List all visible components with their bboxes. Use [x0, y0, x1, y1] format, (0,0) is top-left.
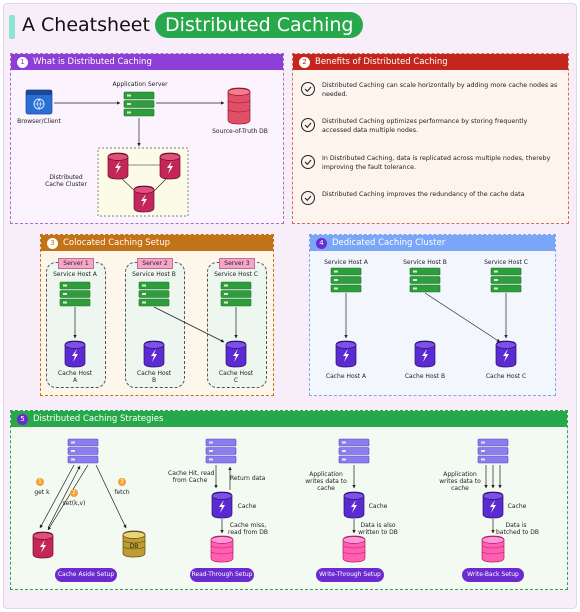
cluster-label: Distributed Cache Cluster: [45, 174, 87, 188]
panel-header: 2 Benefits of Distributed Caching: [293, 54, 568, 70]
server-tag-2: Server 2: [137, 258, 173, 269]
browser-icon: [25, 89, 53, 115]
ded-service-host-a-label: Service Host A: [324, 259, 368, 266]
write-through-app-label: Application writes data to cache: [305, 471, 347, 492]
panel-dedicated: 4 Dedicated Caching Cluster: [309, 234, 556, 396]
source-db-icon: [227, 87, 251, 125]
set-kv-label: set(k,v): [62, 500, 86, 507]
section-title: Colocated Caching Setup: [63, 238, 171, 248]
section-number: 4: [316, 237, 327, 249]
check-circle-icon: [301, 82, 315, 96]
fetch-label: fetch: [114, 489, 130, 496]
check-circle-icon: [301, 155, 315, 169]
page-title: A Cheatsheet On: [22, 14, 183, 36]
app-server-label: Application Server: [112, 81, 168, 88]
section-number: 5: [17, 413, 28, 425]
write-back-cache-icon: [482, 491, 504, 519]
return-data-label: Return data: [230, 475, 266, 482]
title-highlight: Distributed Caching: [155, 12, 364, 38]
server-tag-1: Server 1: [58, 258, 94, 269]
section-title: Distributed Caching Strategies: [33, 414, 164, 424]
cache-aside-db-label: DB: [129, 543, 139, 550]
read-through-cache-label: Cache: [237, 503, 257, 510]
section-number: 1: [17, 56, 28, 68]
check-circle-icon: [301, 191, 315, 205]
browser-label: Browser/Client: [17, 118, 61, 125]
cache-miss-label: Cache miss, read from DB: [228, 522, 269, 536]
write-back-db-note: Data is batched to DB: [496, 522, 540, 536]
panel-header: 5 Distributed Caching Strategies: [11, 411, 567, 427]
title-accent: [9, 15, 15, 39]
service-host-c-label: Service Host C: [214, 271, 258, 278]
panel-header: 4 Dedicated Caching Cluster: [310, 235, 555, 251]
service-host-a-label: Service Host A: [53, 271, 97, 278]
section-title: Benefits of Distributed Caching: [315, 57, 448, 67]
write-through-cache-label: Cache: [368, 503, 388, 510]
cache-hit-label: Cache Hit, read from Cache: [168, 470, 215, 484]
ded-service-host-c-label: Service Host C: [484, 259, 528, 266]
benefit-text: In Distributed Caching, data is replicat…: [322, 155, 551, 171]
db-label: Source-of-Truth DB: [212, 128, 268, 135]
section-number: 2: [299, 56, 310, 68]
ded-cache-host-a-label: Cache Host A: [325, 373, 367, 380]
cache-aside-cache-icon: [32, 531, 54, 559]
panel-header: 3 Colocated Caching Setup: [41, 235, 273, 251]
read-through-db-icon: [210, 535, 234, 563]
write-through-cache-icon: [343, 491, 365, 519]
cache-aside-pill: Cache Aside Setup: [55, 568, 117, 582]
step-badge-2: 2: [70, 489, 78, 497]
panel-header: 1 What is Distributed Caching: [11, 54, 283, 70]
read-through-pill: Read-Through Setup: [190, 568, 254, 582]
benefit-text: Distributed Caching optimizes performanc…: [322, 118, 528, 134]
step-badge-1: 1: [36, 478, 44, 486]
write-back-db-icon: [481, 535, 505, 563]
ded-cache-host-b-label: Cache Host B: [404, 373, 446, 380]
section-number: 3: [47, 237, 58, 249]
write-through-db-note: Data is also written to DB: [358, 522, 398, 536]
get-k-label: get k: [34, 489, 50, 496]
server-tag-3: Server 3: [219, 258, 255, 269]
write-back-app-icon: [477, 438, 509, 464]
write-through-app-icon: [338, 438, 370, 464]
cache-host-b-label: Cache Host B: [136, 370, 172, 384]
benefit-text: Distributed Caching can scale horizontal…: [322, 82, 558, 98]
check-circle-icon: [301, 118, 315, 132]
write-through-db-icon: [342, 535, 366, 563]
panel-strategies: 5 Distributed Caching Strategies: [10, 410, 568, 590]
service-host-b-label: Service Host B: [132, 271, 176, 278]
write-back-pill: Write-Back Setup: [462, 568, 524, 582]
section-title: What is Distributed Caching: [33, 57, 152, 67]
write-back-app-label: Application writes data to cache: [439, 471, 481, 492]
read-through-cache-icon: [211, 491, 233, 519]
cache-host-a-label: Cache Host A: [57, 370, 93, 384]
write-through-pill: Write-Through Setup: [316, 568, 384, 582]
step-badge-3: 3: [118, 478, 126, 486]
cache-aside-app-icon: [67, 438, 99, 464]
benefit-text: Distributed Caching improves the redunda…: [322, 191, 525, 198]
section-title: Dedicated Caching Cluster: [332, 238, 446, 248]
write-back-cache-label: Cache: [507, 503, 527, 510]
read-through-app-icon: [205, 438, 237, 464]
ded-cache-host-c-label: Cache Host C: [485, 373, 527, 380]
panel-benefits: 2 Benefits of Distributed Caching: [292, 53, 569, 224]
ded-service-host-b-label: Service Host B: [403, 259, 447, 266]
cache-host-c-label: Cache Host C: [218, 370, 254, 384]
